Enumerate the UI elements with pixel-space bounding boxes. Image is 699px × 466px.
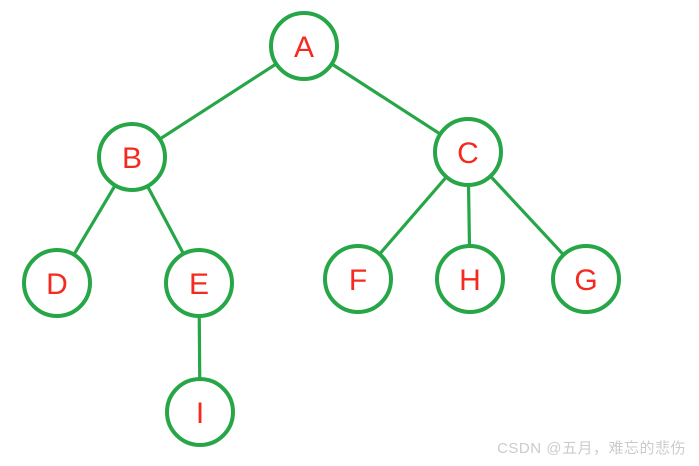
tree-node-label-E: E (189, 268, 209, 301)
tree-node-circle-C (433, 117, 503, 187)
tree-node-C: C (433, 117, 503, 187)
tree-node-H: H (435, 244, 505, 314)
tree-edges-layer (55, 44, 588, 413)
tree-nodes-layer: A B C D E F H G I (22, 11, 621, 447)
tree-node-circle-F (323, 244, 393, 314)
tree-node-label-A: A (294, 31, 314, 64)
tree-node-label-I: I (196, 397, 204, 430)
tree-node-circle-B (97, 122, 167, 192)
tree-node-label-F: F (349, 264, 367, 297)
tree-node-circle-D (22, 248, 92, 318)
tree-node-E: E (164, 248, 234, 318)
tree-node-I: I (165, 377, 235, 447)
tree-node-circle-A (269, 11, 339, 81)
tree-node-label-H: H (459, 264, 481, 297)
tree-node-B: B (97, 122, 167, 192)
csdn-watermark: CSDN @五月，难忘的悲伤 (497, 440, 686, 457)
tree-node-D: D (22, 248, 92, 318)
tree-node-G: G (551, 244, 621, 314)
tree-node-label-C: C (457, 137, 479, 170)
tree-node-circle-G (551, 244, 621, 314)
tree-node-label-B: B (122, 142, 142, 175)
tree-node-F: F (323, 244, 393, 314)
tree-node-label-G: G (574, 264, 597, 297)
tree-node-A: A (269, 11, 339, 81)
tree-node-label-D: D (46, 268, 68, 301)
tree-node-circle-E (164, 248, 234, 318)
tree-node-circle-I (165, 377, 235, 447)
tree-node-circle-H (435, 244, 505, 314)
